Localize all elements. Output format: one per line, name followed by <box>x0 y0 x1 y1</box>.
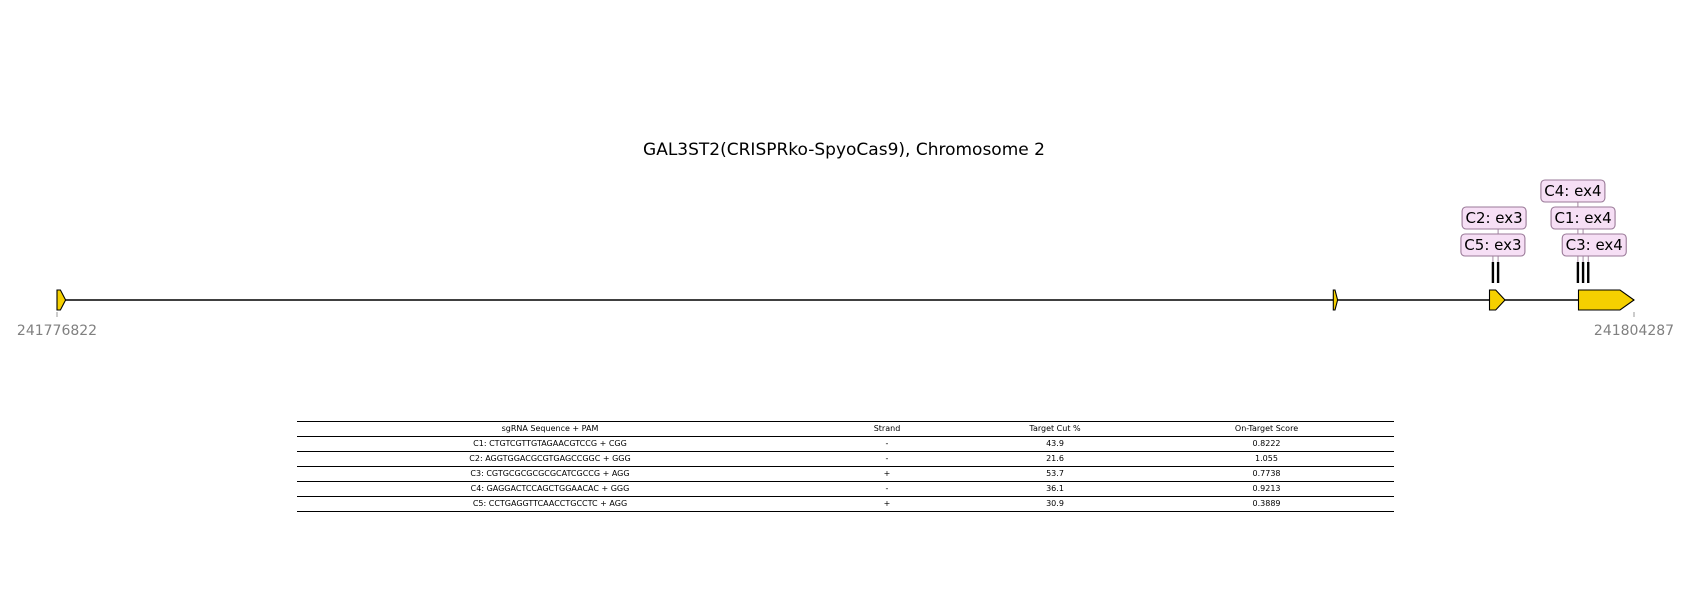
exon-1 <box>56 289 67 311</box>
start-coordinate-label: 241776822 <box>17 323 97 339</box>
table-row: C2: AGGTGGACGCGTGAGCCGGC + GGG - 21.6 1.… <box>297 451 1394 467</box>
cut-label-box-C2 <box>1461 206 1527 230</box>
table-cell: C4: GAGGACTCCAGCTGGAACAC + GGG <box>297 481 803 497</box>
figure-title: GAL3ST2(CRISPRko-SpyoCas9), Chromosome 2 <box>643 140 1045 160</box>
column-header-sequence: sgRNA Sequence + PAM <box>297 421 803 437</box>
table-cell: 0.3889 <box>1139 496 1394 512</box>
table-cell: + <box>803 466 971 482</box>
table-row: C1: CTGTCGTTGTAGAACGTCCG + CGG - 43.9 0.… <box>297 436 1394 452</box>
table-cell: 0.7738 <box>1139 466 1394 482</box>
table-cell: C3: CGTGCGCGCGCGCATCGCCG + AGG <box>297 466 803 482</box>
exon-group <box>56 289 1635 311</box>
cut-label-box-C3 <box>1561 233 1627 257</box>
table-cell: C1: CTGTCGTTGTAGAACGTCCG + CGG <box>297 436 803 452</box>
column-header-target-cut: Target Cut % <box>971 421 1139 437</box>
cut-site-group <box>1491 262 1590 283</box>
cut-label-C1: C1: ex4 <box>1554 209 1611 227</box>
cut-label-C5: C5: ex3 <box>1464 236 1521 254</box>
table-cell: 36.1 <box>971 481 1139 497</box>
table-cell: - <box>803 451 971 467</box>
exon-4 <box>1577 289 1635 311</box>
exon-3 <box>1488 289 1506 311</box>
table-cell: 30.9 <box>971 496 1139 512</box>
cut-label-C2: C2: ex3 <box>1465 209 1522 227</box>
cut-label-box-C4 <box>1540 179 1606 203</box>
table-cell: 0.9213 <box>1139 481 1394 497</box>
sgrna-table: sgRNA Sequence + PAM Strand Target Cut %… <box>297 421 1394 512</box>
table-cell: 0.8222 <box>1139 436 1394 452</box>
table-cell: C5: CCTGAGGTTCAACCTGCCTC + AGG <box>297 496 803 512</box>
table-cell: + <box>803 496 971 512</box>
table-cell: C2: AGGTGGACGCGTGAGCCGGC + GGG <box>297 451 803 467</box>
table-row: C4: GAGGACTCCAGCTGGAACAC + GGG - 36.1 0.… <box>297 481 1394 497</box>
table-cell: - <box>803 436 971 452</box>
table-header-row: sgRNA Sequence + PAM Strand Target Cut %… <box>297 421 1394 437</box>
end-coordinate-label: 241804287 <box>1594 323 1674 339</box>
column-header-on-target-score: On-Target Score <box>1139 421 1394 437</box>
table-cell: - <box>803 481 971 497</box>
cut-label-box-C1 <box>1550 206 1616 230</box>
table-cell: 21.6 <box>971 451 1139 467</box>
table-cell: 53.7 <box>971 466 1139 482</box>
cut-label-C3: C3: ex4 <box>1566 236 1623 254</box>
table-row: C5: CCTGAGGTTCAACCTGCCTC + AGG + 30.9 0.… <box>297 496 1394 512</box>
table-cell: 43.9 <box>971 436 1139 452</box>
table-row: C3: CGTGCGCGCGCGCATCGCCG + AGG + 53.7 0.… <box>297 466 1394 482</box>
cut-label-C4: C4: ex4 <box>1544 182 1601 200</box>
table-cell: 1.055 <box>1139 451 1394 467</box>
exon-2 <box>1332 289 1339 311</box>
column-header-strand: Strand <box>803 421 971 437</box>
gene-track <box>56 299 1635 317</box>
cut-label-box-C5 <box>1460 233 1526 257</box>
coordinate-axis: 241776822 241804287 <box>17 323 1674 339</box>
